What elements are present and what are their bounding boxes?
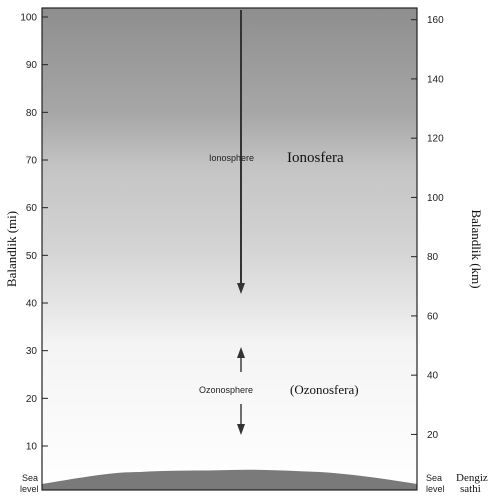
ionosphere-label-en: Ionosphere: [209, 153, 254, 163]
right-tick-label: 80: [427, 252, 439, 263]
ground-terrain: [42, 469, 417, 490]
right-tick-label: 100: [427, 193, 444, 204]
right-axis: 20 40 60 80 100 120 140 160: [411, 15, 444, 441]
left-tick-label: 30: [26, 346, 38, 357]
sea-level-left-line2: level: [20, 484, 39, 494]
sea-level-right-line1: Sea: [426, 473, 442, 483]
right-tick-label: 60: [427, 311, 439, 322]
ozonosphere-label-uz: (Ozonosfera): [290, 382, 359, 397]
right-tick-label: 140: [427, 74, 444, 85]
ozonosphere-arrow-down: [237, 404, 245, 435]
left-tick-label: 60: [26, 203, 38, 214]
right-tick-label: 40: [427, 371, 439, 382]
ionosphere-arrow: [237, 10, 245, 294]
left-tick-label: 50: [26, 251, 38, 262]
ozonosphere-arrow-up: [237, 347, 245, 372]
sea-level-right-uz-line1: Dengiz: [456, 472, 488, 484]
sea-level-right-line2: level: [426, 484, 445, 494]
left-tick-label: 40: [26, 299, 38, 310]
left-tick-label: 10: [26, 442, 38, 453]
right-axis-title: Balandlik (km): [469, 209, 484, 288]
sea-level-right-uz-line2: sathi: [460, 483, 481, 495]
left-tick-label: 20: [26, 394, 38, 405]
right-tick-label: 160: [427, 15, 444, 26]
right-tick-label: 20: [427, 430, 439, 441]
ionosphere-label-uz: Ionosfera: [287, 150, 344, 166]
atmosphere-background: [42, 8, 417, 490]
left-axis: 10 20 30 40 50 60 70 80 90 100: [20, 13, 48, 453]
left-axis-title: Balandlik (mi): [4, 211, 19, 287]
plot-frame: [41, 7, 418, 491]
left-tick-label: 70: [26, 156, 38, 167]
left-tick-label: 80: [26, 108, 38, 119]
left-tick-label: 100: [20, 13, 37, 24]
ozonosphere-label-en: Ozonosphere: [199, 385, 253, 395]
sea-level-left-line1: Sea: [22, 473, 38, 483]
left-tick-label: 90: [26, 60, 38, 71]
right-tick-label: 120: [427, 134, 444, 145]
